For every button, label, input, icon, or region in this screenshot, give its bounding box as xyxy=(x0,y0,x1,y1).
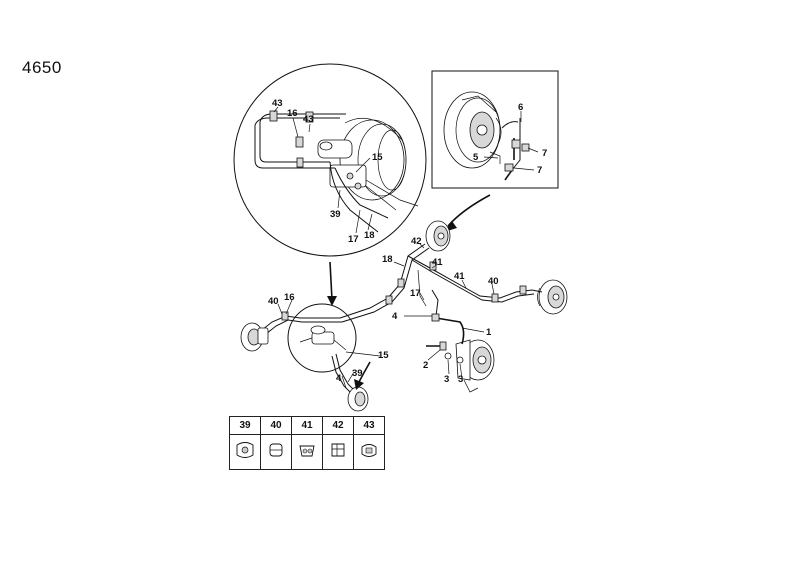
legend-label-40: 40 xyxy=(260,416,292,435)
legend-label-42: 42 xyxy=(322,416,354,435)
callout-6: 6 xyxy=(518,102,523,113)
legend-label-39: 39 xyxy=(229,416,261,435)
callout-43-top-second: 43 xyxy=(303,114,314,125)
arrow-master-pointer xyxy=(327,296,337,306)
clip-39-icon xyxy=(236,441,254,458)
rear-drum-detail xyxy=(431,70,559,189)
front-left-caliper xyxy=(240,322,269,352)
callout-7-upper: 7 xyxy=(542,148,547,159)
callout-42: 42 xyxy=(411,236,422,247)
brake-hose-front xyxy=(435,317,465,345)
callout-17-main: 17 xyxy=(410,288,421,299)
clip-42-icon xyxy=(331,443,345,456)
callout-18-main: 18 xyxy=(382,254,393,265)
front-right-caliper xyxy=(347,386,369,412)
callout-2: 2 xyxy=(423,360,428,371)
clip-40-icon xyxy=(269,443,283,456)
clip-legend-table: 39 40 41 42 43 xyxy=(229,416,385,470)
legend-label-41: 41 xyxy=(291,416,323,435)
callout-15-main: 15 xyxy=(378,350,389,361)
diagram-title: 4650 xyxy=(22,58,62,77)
callout-15-top: 15 xyxy=(372,152,383,163)
legend-label-43: 43 xyxy=(353,416,385,435)
master-cylinder-lower-detail xyxy=(287,303,357,373)
callout-16-top: 16 xyxy=(287,108,298,119)
callout-18-top: 18 xyxy=(364,230,375,241)
callout-4-main: 4 xyxy=(392,311,398,322)
arrow-front-right-pointer xyxy=(354,379,364,390)
leaders-master-detail xyxy=(273,106,373,234)
callout-40-left: 40 xyxy=(268,296,279,307)
legend-cell-42 xyxy=(322,434,354,470)
callout-43-top: 43 xyxy=(272,98,283,109)
legend-cell-41 xyxy=(291,434,323,470)
callout-39-main: 39 xyxy=(352,368,363,379)
callout-40-right: 40 xyxy=(488,276,499,287)
callout-41-lower: 41 xyxy=(454,271,465,282)
callout-7-lower: 7 xyxy=(537,165,542,176)
detail-box-rear-drum xyxy=(431,70,559,189)
callout-17-top: 17 xyxy=(348,234,359,245)
rear-drum-right xyxy=(537,279,568,315)
leaders-main xyxy=(277,243,495,389)
callout-3-left: 3 xyxy=(444,374,449,385)
rear-drum-left xyxy=(425,220,451,252)
callout-16-left: 16 xyxy=(284,292,295,303)
clip-43-icon xyxy=(361,443,377,457)
front-hub-assembly xyxy=(455,339,495,393)
clip-41-icon xyxy=(299,445,315,456)
master-cylinder-detail xyxy=(233,63,427,257)
callout-1: 1 xyxy=(486,327,492,338)
legend-cell-43 xyxy=(353,434,385,470)
callout-41-upper: 41 xyxy=(432,257,443,268)
legend-cell-40 xyxy=(260,434,292,470)
brake-pipe-rear-axle xyxy=(407,255,543,299)
callout-39-top: 39 xyxy=(330,209,341,220)
callout-4-lower: 4 xyxy=(336,373,342,384)
detail-circle-master-cylinder xyxy=(233,63,427,257)
callout-5: 5 xyxy=(473,152,479,163)
callout-3-right: 3 xyxy=(458,374,463,385)
legend-cell-39 xyxy=(229,434,261,470)
leaders-rear-drum xyxy=(483,111,539,171)
